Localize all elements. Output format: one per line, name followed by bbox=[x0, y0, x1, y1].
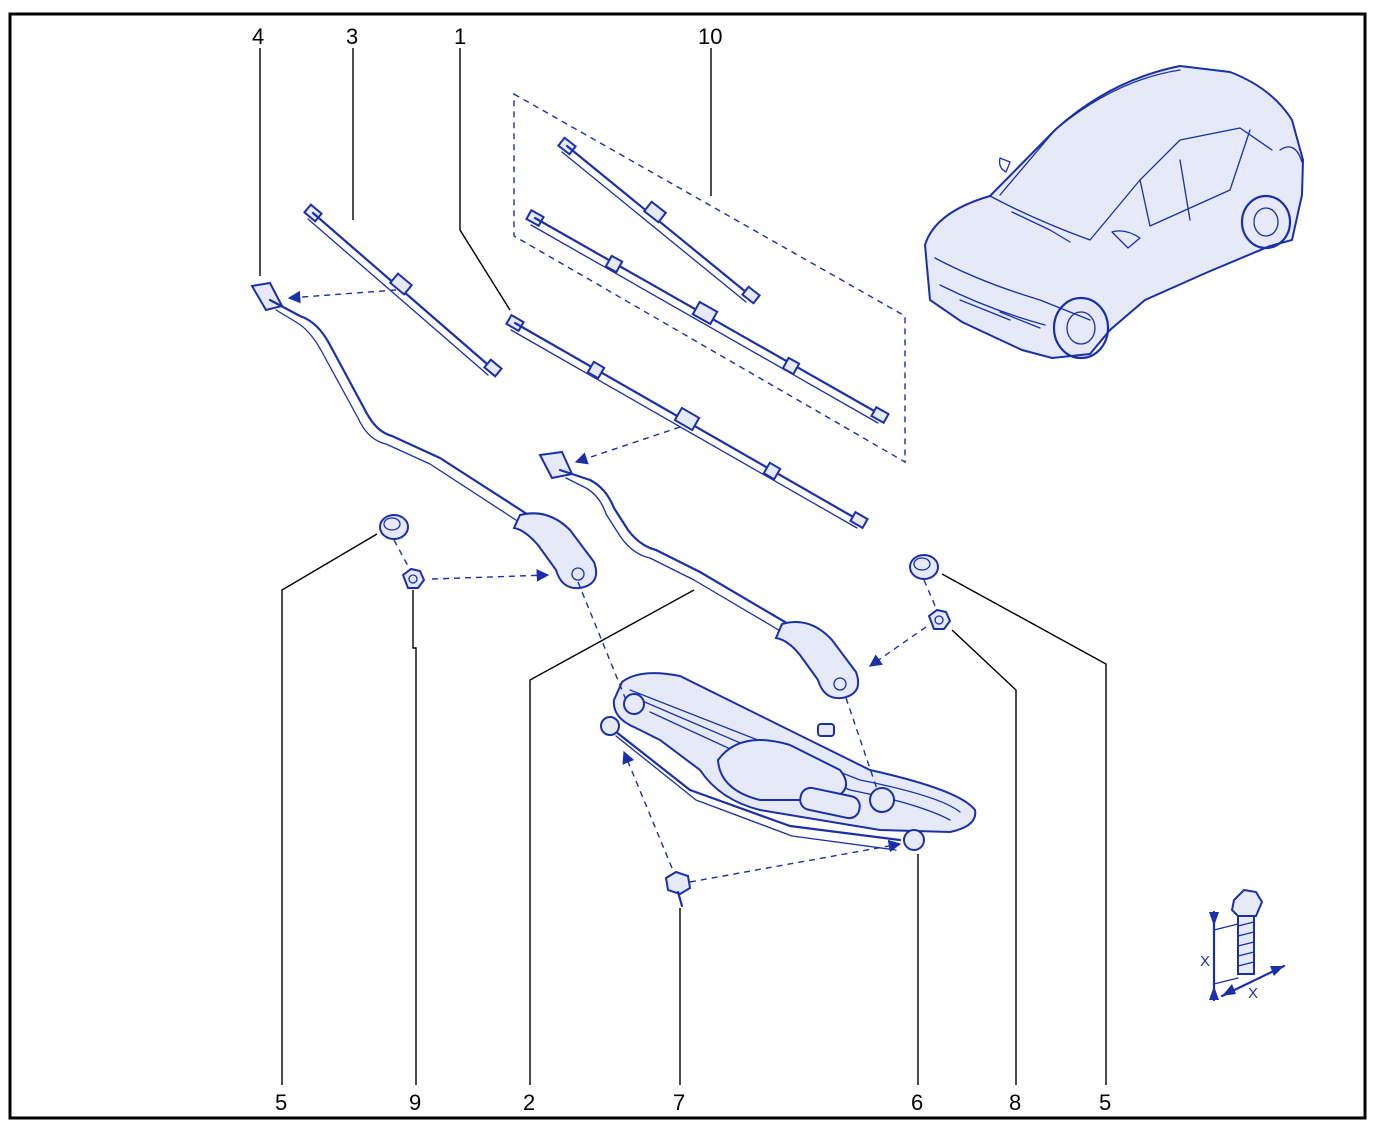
wiper-blade-1 bbox=[505, 313, 869, 530]
callout-2: 2 bbox=[523, 1090, 535, 1115]
nut-right bbox=[927, 608, 952, 630]
wiper-blade-3 bbox=[303, 203, 503, 378]
screw-7 bbox=[664, 870, 692, 908]
diagram-border bbox=[8, 12, 1367, 1120]
blade-set-group bbox=[513, 92, 906, 464]
wiper-arm-4 bbox=[250, 281, 598, 590]
callout-1: 1 bbox=[454, 24, 466, 49]
vehicle-illustration bbox=[923, 64, 1305, 360]
symbol-x-horizontal: X bbox=[1248, 985, 1258, 1002]
wiper-arm-2 bbox=[538, 450, 860, 700]
callout-5-right: 5 bbox=[1099, 1090, 1111, 1115]
nut-left bbox=[401, 567, 426, 589]
callout-6: 6 bbox=[911, 1090, 923, 1115]
blade-set-long-blade bbox=[525, 208, 890, 425]
callout-5-left: 5 bbox=[275, 1090, 287, 1115]
bolt-dimension-symbol: X X bbox=[1200, 888, 1286, 1002]
callout-9: 9 bbox=[409, 1090, 421, 1115]
blade-set-short-blade bbox=[557, 136, 761, 305]
wiper-linkage-motor bbox=[600, 672, 977, 851]
callout-4: 4 bbox=[252, 24, 264, 49]
leader-lines bbox=[259, 48, 1107, 1085]
callout-3: 3 bbox=[346, 24, 358, 49]
symbol-x-vertical: X bbox=[1200, 953, 1210, 970]
cap-left bbox=[379, 514, 409, 540]
callout-8: 8 bbox=[1009, 1090, 1021, 1115]
callout-10: 10 bbox=[698, 24, 722, 49]
callout-7: 7 bbox=[673, 1090, 685, 1115]
cap-right bbox=[909, 554, 939, 580]
